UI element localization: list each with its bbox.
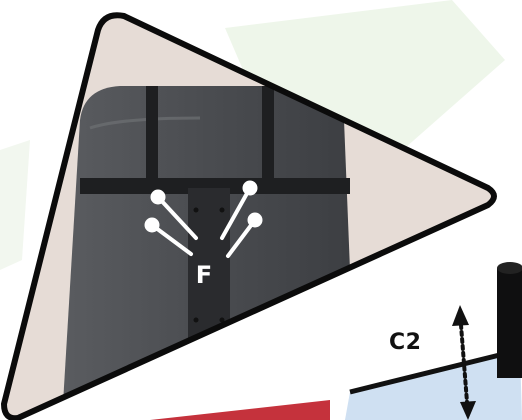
background-left-shape	[0, 140, 30, 270]
shoulder-strap-left	[146, 86, 158, 186]
support-post-top	[497, 262, 522, 274]
force-label: F	[192, 263, 216, 287]
table-red-edge	[150, 400, 330, 420]
shoulder-strap-right	[262, 86, 274, 186]
backpack-photo	[62, 86, 356, 420]
support-post	[497, 268, 522, 378]
offset-label: C2	[389, 332, 421, 354]
center-panel	[188, 188, 230, 420]
